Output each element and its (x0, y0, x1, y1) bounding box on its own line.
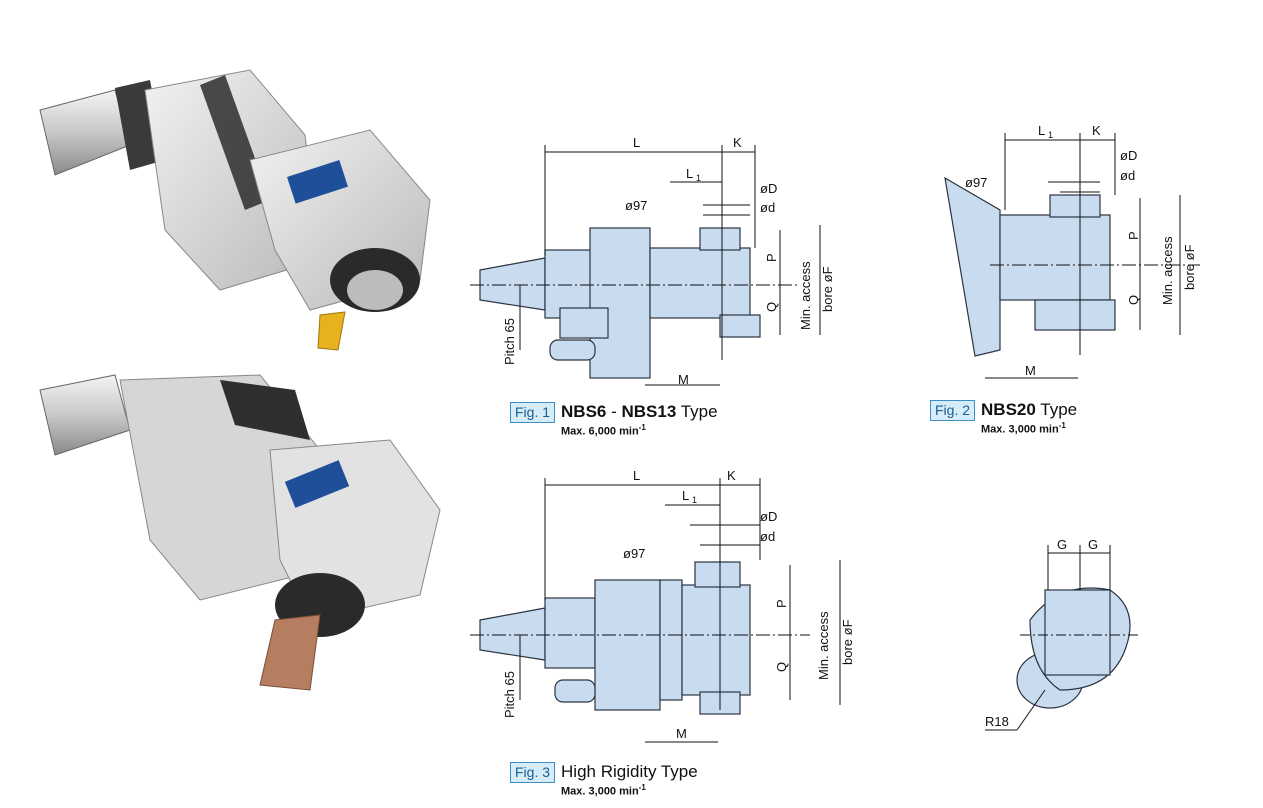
fig1-dim-od: ød (760, 200, 775, 215)
fig2-dim-M: M (1025, 363, 1036, 378)
fig1-dim-P: P (764, 253, 779, 262)
fig2-dim-oD: øD (1120, 148, 1137, 163)
fig3-dim-Q: Q (774, 662, 789, 672)
fig2-dim-od: ød (1120, 168, 1135, 183)
fig3-dim-bore: bore øF (840, 619, 855, 665)
fig3-dim-P: P (774, 599, 789, 608)
fig1-dim-K: K (733, 135, 742, 150)
fig3-dim-od: ød (760, 529, 775, 544)
fig1-dim-Q: Q (764, 302, 779, 312)
product-photo-top (39, 69, 431, 351)
fig1-dim-L1-sub: 1 (696, 173, 701, 183)
fig3-speed: Max. 3,000 min-1 (561, 783, 646, 798)
fig3-dim-o97: ø97 (623, 546, 645, 561)
fig3-dim-min-access: Min. access (816, 611, 831, 680)
fig1-dim-o97: ø97 (625, 198, 647, 213)
fig3-dim-pitch: Pitch 65 (502, 671, 517, 718)
fig2-dim-K: K (1092, 123, 1101, 138)
fig2-dim-o97: ø97 (965, 175, 987, 190)
fig3-dim-L1: L (682, 488, 689, 503)
fig1-dim-M: M (678, 372, 689, 387)
fig2-dim-P: P (1126, 231, 1141, 240)
fig1-speed: Max. 6,000 min-1 (561, 423, 646, 438)
fig1-dim-oD: øD (760, 181, 777, 196)
fig2-caption: Fig. 2 NBS20 Type Max. 3,000 min-1 (930, 400, 1077, 437)
fig3-label: Fig. 3 (510, 762, 556, 783)
fig1-label: Fig. 1 (510, 402, 556, 423)
fig1-dim-bore: bore øF (820, 266, 835, 312)
fig1-title: NBS6 - NBS13 Type (561, 402, 718, 421)
fig1-dim-min-access: Min. access (798, 261, 813, 330)
plan-dim-G-2: G (1088, 537, 1098, 552)
fig3-dim-K: K (727, 468, 736, 483)
fig2-title: NBS20 Type (981, 400, 1078, 419)
fig3-title: High Rigidity Type (561, 762, 698, 781)
fig2-dim-L1-sub: 1 (1048, 130, 1053, 140)
fig1-dim-L: L (633, 135, 640, 150)
fig2-dim-min-access: Min. access (1160, 236, 1175, 305)
fig2-dim-bore: bore øF (1182, 244, 1197, 290)
fig1-dim-L1: L (686, 166, 693, 181)
fig1-dim-pitch: Pitch 65 (502, 318, 517, 365)
fig3-dim-L1-sub: 1 (692, 495, 697, 505)
plan-dim-G-1: G (1057, 537, 1067, 552)
fig1-caption: Fig. 1 NBS6 - NBS13 Type Max. 6,000 min-… (510, 402, 718, 439)
fig2-label: Fig. 2 (930, 400, 976, 421)
fig3-dim-M: M (676, 726, 687, 741)
fig3-dim-oD: øD (760, 509, 777, 524)
fig3-caption: Fig. 3 High Rigidity Type Max. 3,000 min… (510, 762, 698, 799)
fig2-speed: Max. 3,000 min-1 (981, 421, 1066, 436)
fig2-dim-Q: Q (1126, 295, 1141, 305)
fig2-dim-L1: L (1038, 123, 1045, 138)
product-photo-bottom (39, 374, 441, 691)
fig3-dim-L: L (633, 468, 640, 483)
plan-dim-R18: R18 (985, 714, 1009, 729)
